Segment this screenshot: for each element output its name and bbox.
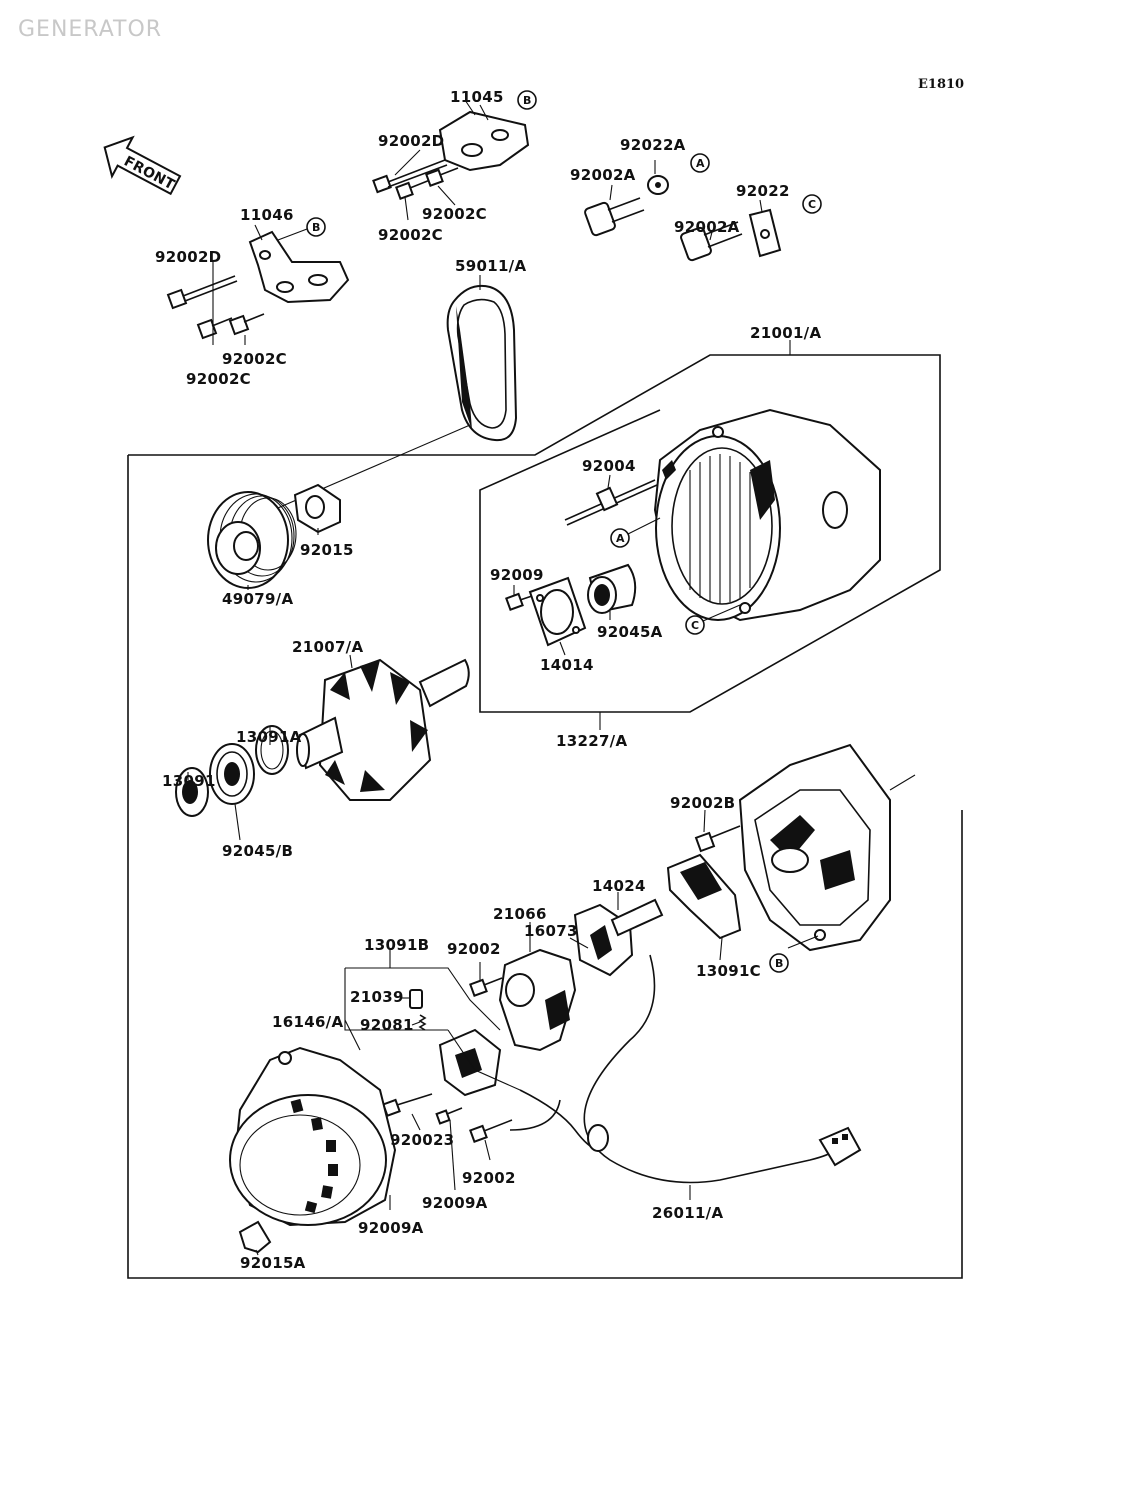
svg-text:B: B [312,221,320,234]
label-92004: 92004 [582,457,636,475]
bracket-11045 [372,104,530,200]
label-92002D-top: 92002D [378,132,444,150]
sheet-code: E1810 [918,77,964,92]
v-belt-59011 [249,284,518,521]
svg-text:A: A [616,532,625,545]
stud-92004 [564,479,658,526]
ref-mark-B-left: B [277,217,326,241]
label-14014: 14014 [540,656,594,674]
label-92002B: 92002B [670,794,735,812]
pulley-49079 [207,491,297,589]
brush-plate-21066 [498,948,577,1052]
label-92022: 92022 [736,182,790,200]
front-arrow-icon: FRONT [103,135,182,196]
label-92002A-a: 92002A [570,166,636,184]
svg-text:C: C [808,198,816,211]
label-92009A-b: 92009A [358,1219,424,1237]
label-92009A-a: 92009A [422,1194,488,1212]
assembly-boundary [127,340,963,1279]
label-92045A: 92045A [597,623,663,641]
screw-92009A-small [435,1107,463,1125]
label-92002C-left-b: 92002C [186,370,251,388]
bracket-11046 [166,230,350,340]
regulator-13091C [666,853,742,940]
bolt-92002A-upper [584,175,669,237]
label-92002C-top-a: 92002C [422,205,487,223]
brush-assembly [344,967,521,1097]
label-92002A-b: 92002A [674,218,740,236]
label-92015A: 92015A [240,1254,306,1272]
ref-mark-C-top: C [802,194,822,214]
label-92081: 92081 [360,1016,414,1034]
svg-text:B: B [523,94,531,107]
label-92002-mid: 92002 [447,940,501,958]
ref-mark-A-top: A [690,153,710,173]
label-13091B: 13091B [364,936,429,954]
screw-92009 [505,592,533,611]
label-13227: 13227/A [556,732,627,750]
cap-92015A [238,1220,272,1254]
bolt-92002A-lower [680,208,782,262]
label-11046: 11046 [240,206,294,224]
part-labels: 11045 92002D 92002C 92002C 92022A 92002A… [155,88,821,1272]
ring-13091A [255,725,289,775]
label-21001: 21001/A [750,324,821,342]
label-92002D-left: 92002D [155,248,221,266]
label-92002C-left-a: 92002C [222,350,287,368]
label-92002-lower: 92002 [462,1169,516,1187]
label-21066: 21066 [493,905,547,923]
rear-cover-16146 [229,1046,397,1227]
wiring-harness-26011 [509,954,862,1184]
front-housing [653,408,881,622]
brush-holder-14024 [573,898,664,977]
rotor-21007 [296,658,470,801]
leader-lines [187,99,819,1256]
ref-mark-C-mid: C [685,604,741,635]
label-92015: 92015 [300,541,354,559]
svg-text:B: B [775,957,783,970]
label-16146: 16146/A [272,1013,343,1031]
label-21007: 21007/A [292,638,363,656]
watermark-text: GENERATOR [18,17,162,42]
seal-13091 [175,767,209,817]
label-92002C-top-b: 92002C [378,226,443,244]
label-11045: 11045 [450,88,504,106]
label-49079: 49079/A [222,590,293,608]
label-92002-lower-left: 920023 [390,1131,454,1149]
bolt-92002-mid [469,977,503,997]
spring-92081 [418,1014,427,1031]
label-16073: 16073 [524,922,578,940]
ref-mark-B-lower: B [769,953,789,973]
label-14024: 14024 [592,877,646,895]
bearing-92045A [587,563,637,614]
label-21039: 21039 [350,988,404,1006]
label-26011: 26011/A [652,1204,723,1222]
label-92009: 92009 [490,566,544,584]
rear-housing [738,743,916,952]
ref-mark-B-top: B [517,90,537,110]
svg-text:A: A [696,157,705,170]
bearing-plate-14014 [528,576,587,647]
screw-92002-lower [469,1119,513,1143]
screw-92002-lower-left [382,1093,433,1117]
label-13091: 13091 [162,772,216,790]
label-59011: 59011/A [455,257,526,275]
bolt-92002B [694,825,741,853]
label-13091A: 13091A [236,728,302,746]
label-92022A: 92022A [620,136,686,154]
brush-21039 [409,989,423,1009]
label-13091C: 13091C [696,962,761,980]
label-92045B: 92045/B [222,842,293,860]
svg-text:C: C [691,619,699,632]
nut-92015 [293,483,341,534]
ref-mark-A-mid: A [610,517,661,548]
bearing-92045B [209,743,255,805]
